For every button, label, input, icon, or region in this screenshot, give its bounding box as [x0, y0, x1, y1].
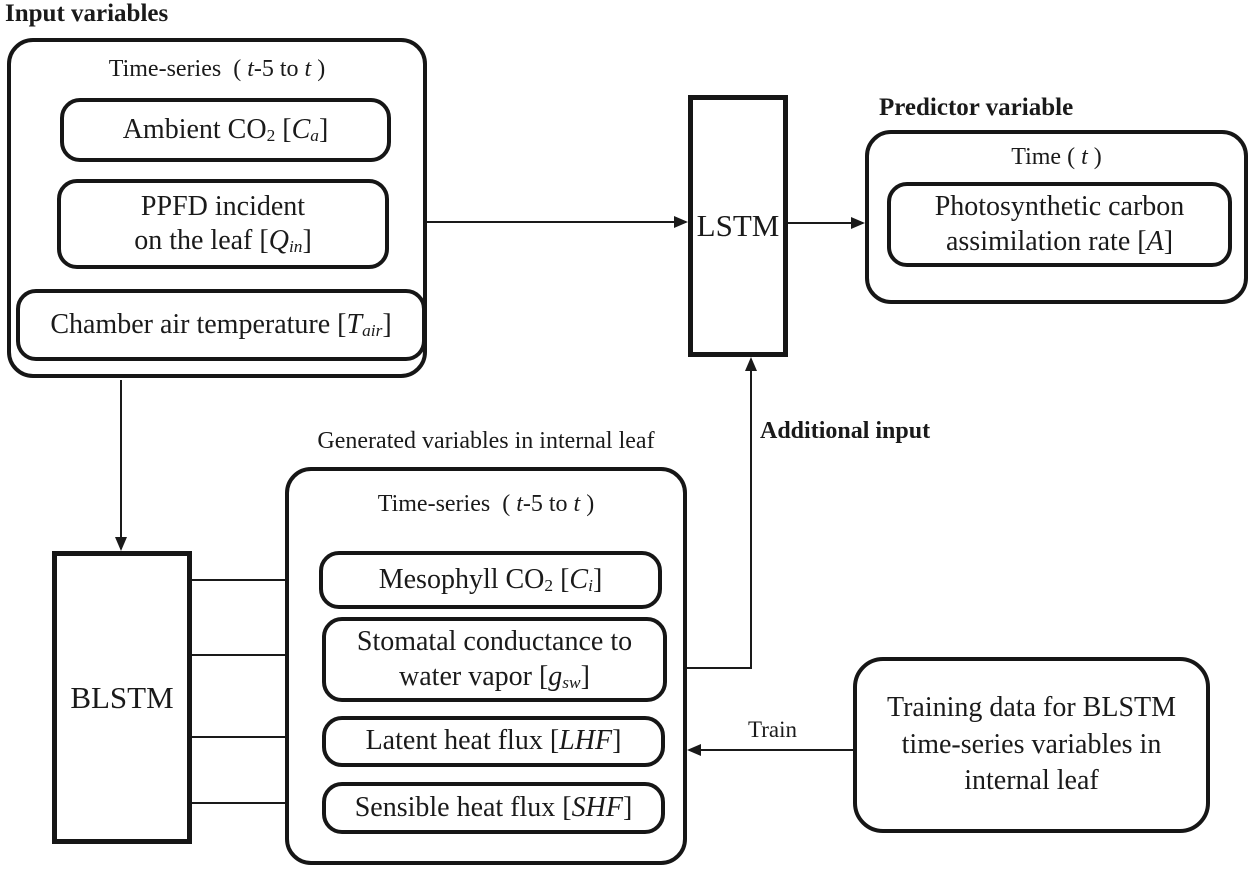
training-data-box: Training data for BLSTM time-series vari… [853, 657, 1210, 833]
stomatal-conductance-box: Stomatal conductance to water vapor [gsw… [322, 617, 667, 702]
ppfd-incident-box: PPFD incident on the leaf [Qin] [57, 179, 389, 269]
additional-input-arrow-label: Additional input [760, 418, 931, 444]
photosynthetic-rate-box: Photosynthetic carbon assimilation rate … [887, 182, 1232, 267]
ppfd-incident-label-line1: PPFD incident [140, 190, 306, 222]
latent-heat-flux-label: Latent heat flux [LHF] [365, 725, 622, 757]
chamber-air-temperature-label: Chamber air temperature [Tair] [50, 308, 392, 341]
photosynthetic-rate-label-line1: Photosynthetic carbon [934, 191, 1185, 223]
input-variables-group-box: Time-series ( t-5 to t ) Ambient CO2 [Ca… [7, 38, 427, 378]
training-data-label-line3: internal leaf [964, 765, 1099, 797]
predictor-variable-heading: Predictor variable [879, 94, 1074, 121]
generated-timeseries-label: Time-series ( t-5 to t ) [377, 491, 595, 517]
chamber-air-temperature-box: Chamber air temperature [Tair] [16, 289, 426, 361]
arrow-generated-to-lstm-additional-input [687, 357, 757, 669]
generated-variables-heading: Generated variables in internal leaf [317, 428, 655, 454]
photosynthetic-rate-label-line2: assimilation rate [A] [945, 225, 1174, 257]
generated-variables-group-box: Time-series ( t-5 to t ) Mesophyll CO2 [… [285, 467, 687, 865]
predictor-time-label: Time ( t ) [1011, 144, 1102, 170]
ambient-co2-box: Ambient CO2 [Ca] [60, 98, 391, 162]
ppfd-incident-label-line2: on the leaf [Qin] [134, 225, 312, 257]
training-data-label-line1: Training data for BLSTM [886, 692, 1177, 724]
stomatal-conductance-label-line1: Stomatal conductance to [356, 626, 633, 658]
ambient-co2-label: Ambient CO2 [Ca] [122, 113, 329, 146]
predictor-variable-group-box: Time ( t ) Photosynthetic carbon assimil… [865, 130, 1248, 304]
stomatal-conductance-label-line2: water vapor [gsw] [399, 660, 590, 692]
lstm-node: LSTM [688, 95, 788, 357]
blstm-node: BLSTM [52, 551, 192, 844]
mesophyll-co2-label: Mesophyll CO2 [Ci] [378, 563, 603, 596]
training-data-label-line2: time-series variables in [901, 728, 1162, 760]
input-variables-heading: Input variables [5, 0, 169, 27]
blstm-label: BLSTM [70, 679, 174, 715]
mesophyll-co2-box: Mesophyll CO2 [Ci] [319, 551, 662, 609]
input-timeseries-label: Time-series ( t-5 to t ) [108, 56, 326, 82]
train-arrow-label: Train [748, 717, 797, 742]
sensible-heat-flux-box: Sensible heat flux [SHF] [322, 782, 665, 834]
sensible-heat-flux-label: Sensible heat flux [SHF] [354, 791, 633, 823]
lstm-label: LSTM [696, 208, 780, 243]
latent-heat-flux-box: Latent heat flux [LHF] [322, 716, 665, 767]
